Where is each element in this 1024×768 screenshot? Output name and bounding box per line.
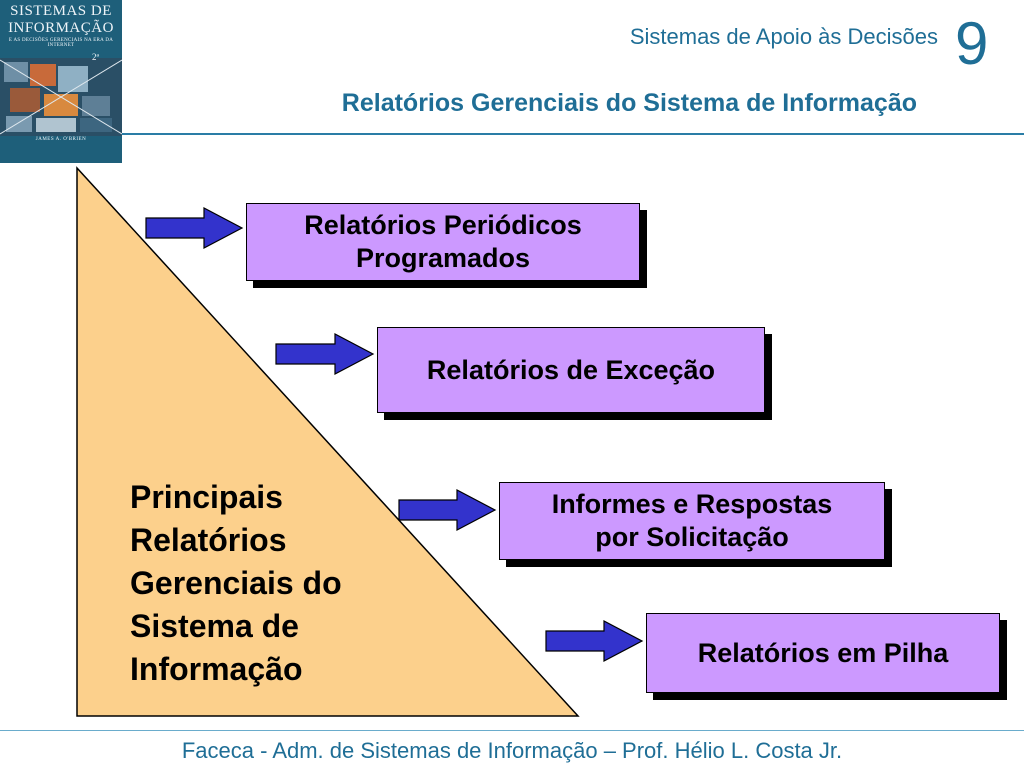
slide-subject: Sistemas de Apoio às Decisões — [629, 24, 938, 49]
report-box-line: Programados — [355, 243, 531, 273]
pyramid-label-line: Relatórios — [130, 522, 287, 558]
report-box-excecao: Relatórios de Exceção — [377, 327, 765, 413]
report-box-periodicos: Relatórios Periódicos Programados — [246, 203, 640, 281]
block-arrow — [545, 620, 644, 662]
book-edition: 2ª — [92, 52, 99, 62]
header-divider — [122, 133, 1024, 135]
report-box-line: Informes e Respostas — [551, 489, 833, 519]
block-arrow — [398, 489, 497, 531]
pyramid-label-line: Informação — [130, 651, 303, 687]
report-box-line: Relatórios em Pilha — [697, 637, 949, 668]
pyramid-label-line: Sistema de — [130, 608, 299, 644]
footer-divider — [0, 730, 1024, 731]
book-subtitle: E AS DECISÕES GERENCIAIS NA ERA DA INTER… — [8, 38, 114, 48]
pyramid-label-line: Gerenciais do — [130, 565, 342, 601]
report-box-line: por Solicitação — [595, 522, 789, 552]
book-title-line2: INFORMAÇÃO — [8, 20, 114, 36]
footer-text: Faceca - Adm. de Sistemas de Informação … — [181, 738, 843, 763]
report-box-line: Relatórios Periódicos — [304, 210, 582, 240]
report-box-informes: Informes e Respostas por Solicitação — [499, 482, 885, 560]
pyramid-triangle — [76, 166, 580, 717]
chapter-number: 9 — [955, 10, 989, 77]
book-cover-image: SISTEMAS DE INFORMAÇÃO E AS DECISÕES GER… — [0, 0, 122, 163]
pyramid-label: Principais Relatórios Gerenciais do Sist… — [130, 476, 342, 691]
arrows-group — [145, 207, 644, 662]
book-title-line1: SISTEMAS DE — [10, 3, 112, 19]
pyramid-label-line: Principais — [130, 479, 283, 515]
report-box-line: Relatórios de Exceção — [426, 354, 716, 385]
book-cover-art — [0, 58, 122, 136]
book-author: JAMES A. O'BRIEN — [35, 137, 87, 142]
block-arrow — [145, 207, 244, 249]
slide-title: Relatórios Gerenciais do Sistema de Info… — [341, 89, 917, 117]
block-arrow — [275, 333, 375, 375]
report-box-pilha: Relatórios em Pilha — [646, 613, 1000, 693]
